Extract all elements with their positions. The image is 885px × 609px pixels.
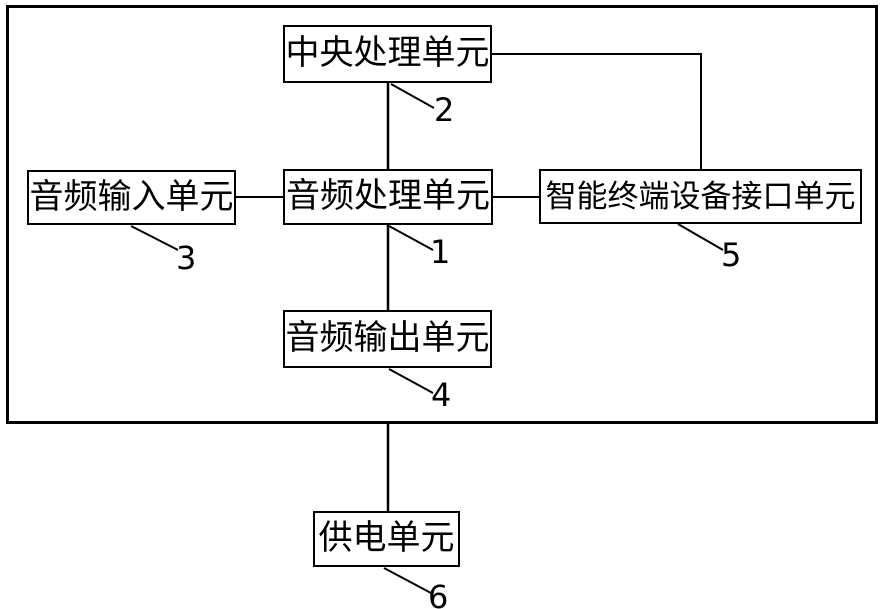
leader-line-ref-1 [388, 225, 434, 251]
box-smart-terminal-interface-unit-label: 智能终端设备接口单元 [545, 179, 856, 214]
box-central-processing-unit-label: 中央处理单元 [285, 35, 490, 72]
ref-number-terminal-interface: 5 [721, 236, 742, 274]
ref-number-power-supply: 6 [428, 578, 449, 609]
box-audio-output-unit-label: 音频输出单元 [285, 320, 490, 357]
ref-number-audio-input: 3 [176, 239, 197, 277]
ref-number-audio-processing: 1 [430, 233, 451, 271]
box-audio-input-unit: 音频输入单元 [27, 170, 236, 225]
box-audio-input-unit-label: 音频输入单元 [29, 178, 234, 216]
leader-line-ref-6 [383, 567, 432, 594]
ref-number-audio-output: 4 [431, 376, 452, 414]
box-power-supply-unit: 供电单元 [313, 511, 460, 567]
box-audio-processing-unit: 音频处理单元 [283, 169, 493, 225]
connector-cpu-to-terminal-interface [492, 53, 702, 169]
ref-number-cpu: 2 [434, 91, 455, 129]
box-central-processing-unit: 中央处理单元 [283, 25, 492, 83]
leader-line-ref-2 [390, 83, 435, 109]
box-smart-terminal-interface-unit: 智能终端设备接口单元 [539, 169, 862, 224]
outer-enclosure-rectangle [6, 5, 878, 424]
box-audio-output-unit: 音频输出单元 [283, 310, 492, 368]
leader-line-ref-3 [130, 225, 179, 251]
leader-line-ref-5 [677, 223, 724, 251]
box-power-supply-unit-label: 供电单元 [318, 520, 455, 557]
box-audio-processing-unit-label: 音频处理单元 [286, 178, 490, 215]
leader-line-ref-4 [388, 368, 434, 394]
